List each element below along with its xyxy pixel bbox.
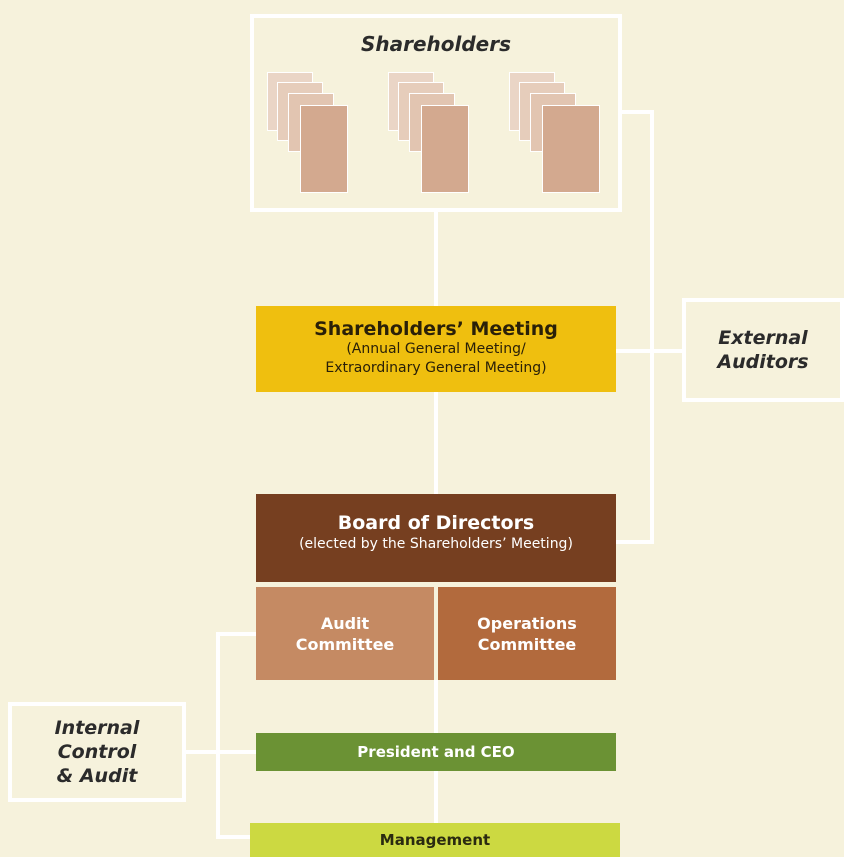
connector-auditors-vertical <box>650 110 654 544</box>
connector-auditors-top <box>620 110 654 114</box>
shareholders-title: Shareholders <box>360 32 512 56</box>
shareholders-meeting-box: Shareholders’ Meeting (Annual General Me… <box>256 306 616 392</box>
board-of-directors-box: Board of Directors (elected by the Share… <box>256 494 616 582</box>
president-ceo-box: President and CEO <box>256 733 616 771</box>
shareholders-meeting-title: Shareholders’ Meeting <box>314 318 558 340</box>
shareholders-meeting-subtitle-2: Extraordinary General Meeting) <box>325 360 547 376</box>
board-of-directors-title: Board of Directors <box>337 512 535 534</box>
connector-internal-management <box>216 835 250 839</box>
audit-committee-label: Audit Committee <box>295 613 395 654</box>
operations-committee-box: Operations Committee <box>438 587 616 680</box>
connector-committees-to-ceo <box>434 680 438 733</box>
external-auditors-label: External Auditors <box>717 327 809 373</box>
connector-internal-audit <box>216 632 256 636</box>
management-box: Management <box>250 823 620 857</box>
external-auditors-box: External Auditors <box>682 298 844 402</box>
shareholders-meeting-subtitle-1: (Annual General Meeting/ <box>346 341 526 357</box>
connector-auditors-meeting <box>616 349 684 353</box>
president-ceo-label: President and CEO <box>357 743 515 761</box>
management-label: Management <box>379 831 491 849</box>
connector-auditors-board <box>616 540 654 544</box>
connector-internal-ceo <box>216 750 256 754</box>
connector-meeting-to-board <box>434 392 438 494</box>
internal-control-audit-label: Internal Control & Audit <box>54 717 140 787</box>
connector-ceo-to-management <box>434 771 438 823</box>
connector-internal-box <box>184 750 220 754</box>
connector-shareholders-to-meeting <box>434 208 438 306</box>
audit-committee-box: Audit Committee <box>256 587 434 680</box>
operations-committee-label: Operations Committee <box>477 613 577 654</box>
shareholders-box <box>250 14 622 212</box>
board-of-directors-subtitle: (elected by the Shareholders’ Meeting) <box>299 536 573 552</box>
connector-internal-vertical <box>216 632 220 837</box>
internal-control-audit-box: Internal Control & Audit <box>8 702 186 802</box>
